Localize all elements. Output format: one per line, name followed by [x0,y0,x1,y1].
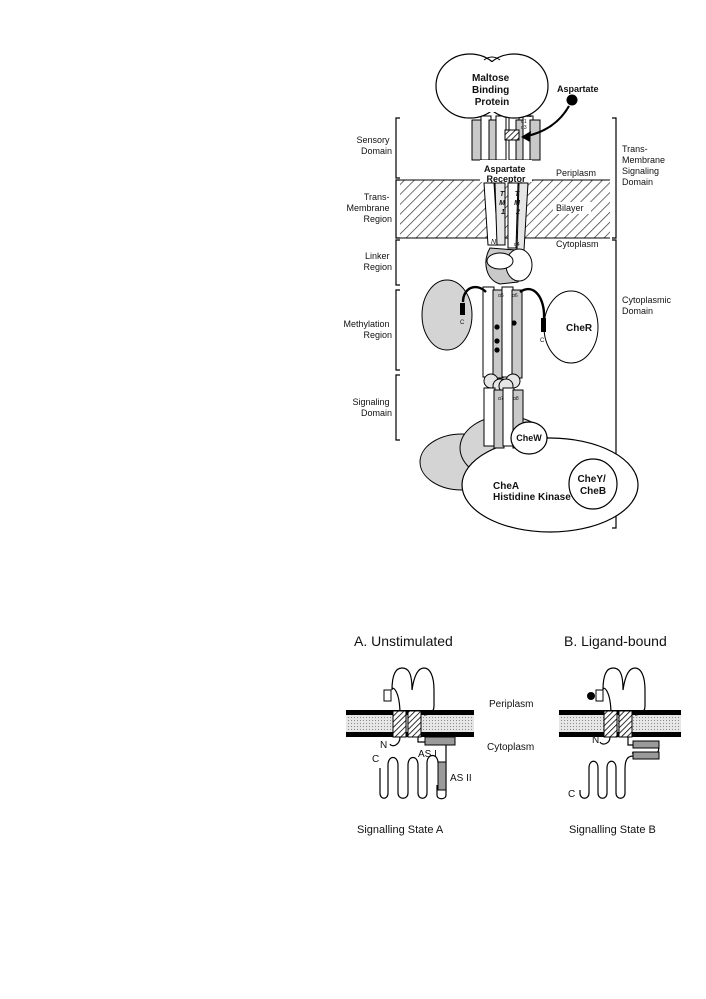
panel-a-tm2 [407,710,422,738]
receptor-dimer-body: Aspartate Receptor [480,160,532,184]
helix-labels: α1 α2 α3 α4 α5 α6 α7 α8 [498,113,532,402]
left-c-tail [461,285,487,303]
panel-b-tm1 [603,710,618,738]
svg-text:α5: α5 [498,293,504,299]
panel-b-binding-site [595,689,604,702]
mbp-label: Maltose Binding Protein [472,73,512,108]
linker-domain [485,247,533,285]
bilayer-label: Bilayer [556,203,584,213]
svg-text:α2: α2 [526,113,532,119]
left-brackets [395,117,400,441]
panel-a-n-label: N [380,740,387,751]
tm-signaling-domain-label: Trans- Membrane Signaling Domain [622,144,668,187]
chew-label: CheW [516,433,542,443]
cheyb-protein: CheY/ CheB [568,458,618,510]
right-c-tail-box [541,318,546,332]
panel-a-c-label: C [372,754,379,765]
svg-text:α4: α4 [514,242,520,248]
chea-label: CheA Histidine Kinase [493,481,571,503]
panel-b-tm2 [618,710,633,738]
right-c-label: C [540,338,545,344]
receptor-label: Aspartate Receptor [484,164,528,184]
methylation-helices [482,286,523,379]
methylation-region-label: Methylation Region [343,319,392,340]
panel-b-caption: Signalling State B [569,824,656,836]
cher-protein: CheR [543,290,599,364]
left-c-label: C [460,320,465,326]
panel-b-title: B. Ligand-bound [564,633,667,649]
periplasm-label: Periplasm [556,168,596,178]
tm2-label: T M 2 [514,191,522,216]
n-term-label: N [491,239,497,246]
panel-a-binding-site [383,689,392,702]
tm-helices [483,182,529,251]
bilayer-label-bg [553,202,591,214]
panel-b-c-label: C [568,789,575,800]
signalling-states-diagram: A. Unstimulated B. Ligand-bound Periplas… [346,633,681,836]
right-c-tail [519,288,546,319]
panel-b-as1 [632,740,660,749]
svg-text:α6: α6 [512,293,518,299]
panel-b: N C Signalling State B [559,667,681,836]
periplasm-mid-label: Periplasm [489,699,533,710]
panel-a-as2-label: AS II [450,773,472,784]
maltose-binding-protein: Maltose Binding Protein [435,53,549,119]
panel-a-as1 [424,736,456,746]
chew-protein: CheW [510,421,548,455]
panel-a-as2 [437,761,447,791]
tm1-label: T M 1 [499,191,507,216]
panel-a-as1-label: AS I [418,749,437,760]
panel-a-title: A. Unstimulated [354,633,453,649]
sensory-domain-label: Sensory Domain [356,135,392,156]
panel-b-n-label: N [592,735,599,746]
panel-b-cytoplasmic-chain [579,755,634,799]
linker-region-label: Linker Region [363,251,392,272]
aspartate-label: Aspartate [557,84,599,94]
panel-b-as2 [632,751,660,760]
cher-label: CheR [566,323,593,334]
aspartate-arrow [526,105,570,138]
panel-b-periplasmic-loops [602,667,646,716]
panel-a-tm1 [392,710,407,738]
cytoplasmic-domain-label: Cytoplasmic Domain [622,295,674,316]
svg-text:α7: α7 [498,396,504,402]
svg-text:α3: α3 [521,125,527,131]
panel-a-cytoplasmic-chain [379,754,439,799]
cheyb-label: CheY/ CheB [577,474,608,497]
panel-a-periplasmic-loops [391,667,435,716]
panel-a-caption: Signalling State A [357,824,444,836]
cytoplasm-label: Cytoplasm [556,239,599,249]
left-c-tail-box [460,303,465,315]
svg-text:α1: α1 [521,119,527,125]
cytoplasm-mid-label: Cytoplasm [487,742,534,753]
aspartate-arrowhead [521,131,531,142]
transmembrane-region-label: Trans- Membrane Region [346,192,392,224]
svg-text:α8: α8 [513,396,519,402]
aspartate-ligand: Aspartate [521,84,599,142]
receptor-diagram: Sensory Domain Trans- Membrane Region Li… [343,53,674,533]
signaling-domain-label: Signaling Domain [352,397,392,418]
left-cytoplasmic-protein [421,279,473,351]
panel-a: N AS I AS II C Signalling State A [346,667,474,836]
panel-b-ligand [587,692,595,700]
right-brackets [612,117,617,529]
methylation-sites [494,320,517,353]
